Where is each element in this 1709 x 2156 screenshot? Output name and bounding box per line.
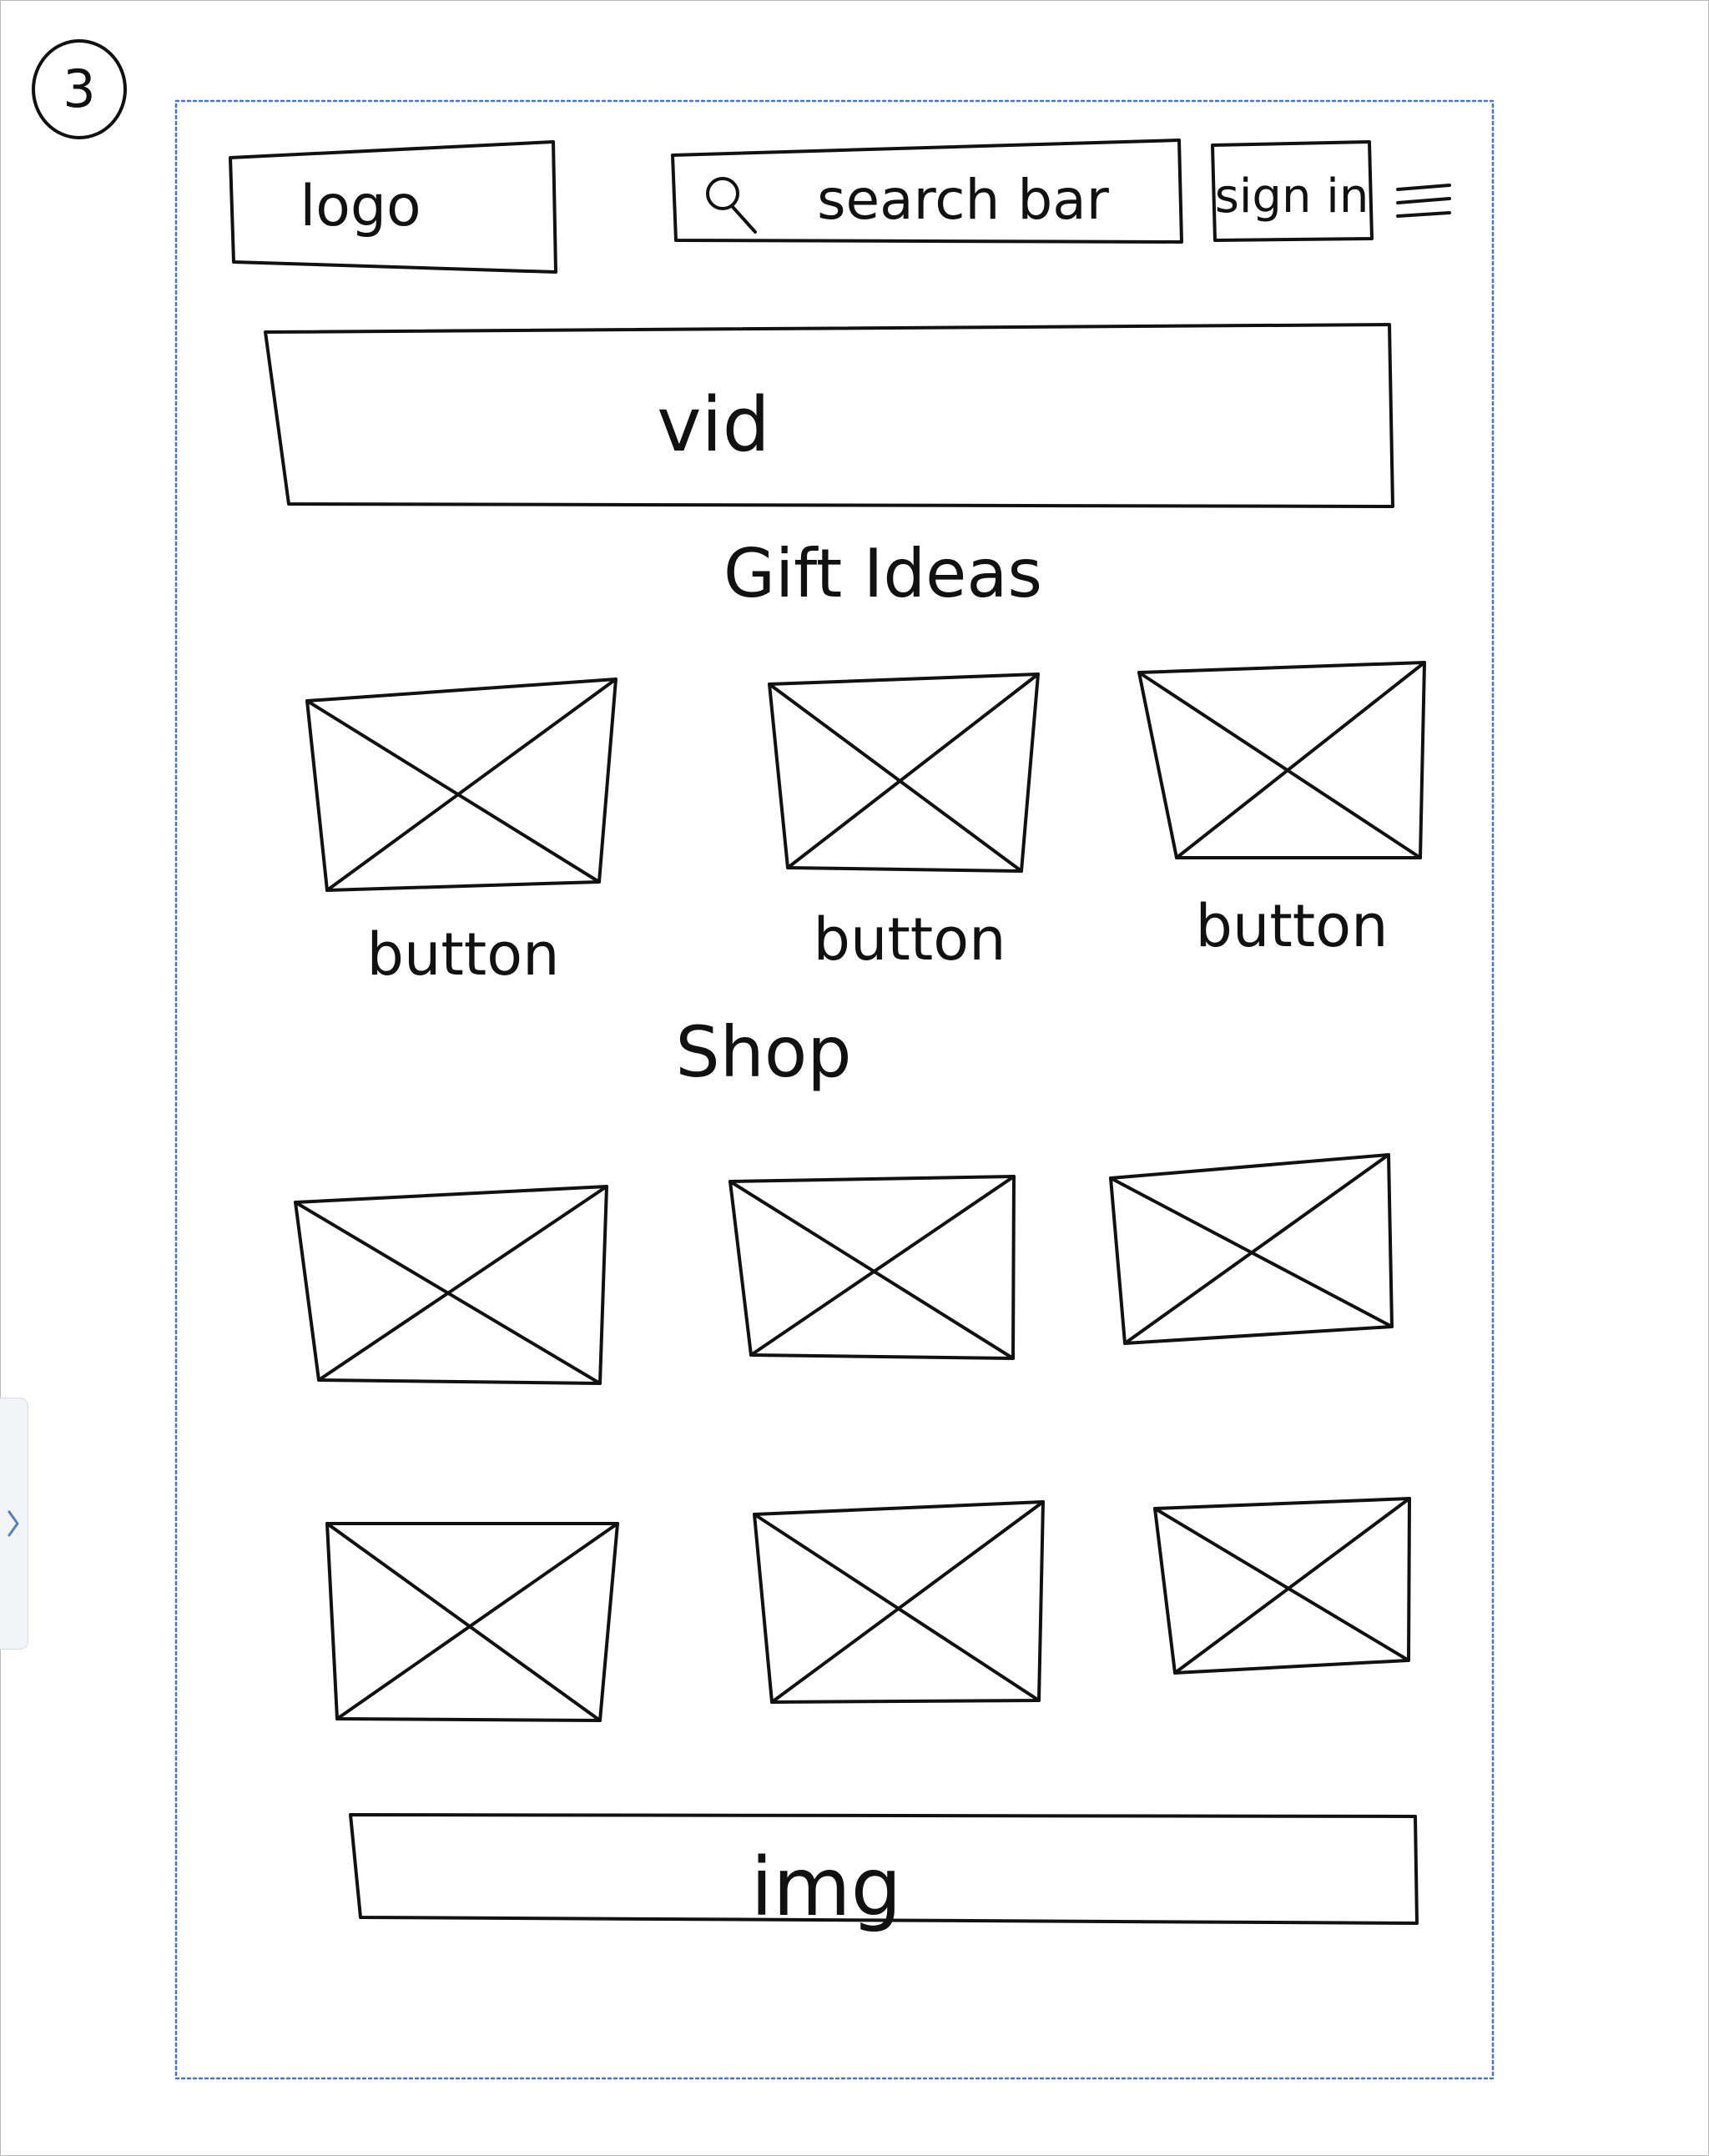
shop-item-2-image[interactable]	[728, 1175, 1016, 1360]
shop-item-3-image[interactable]	[1109, 1153, 1394, 1345]
shop-item-6-image[interactable]	[1153, 1497, 1411, 1675]
sign-in-label: sign in	[1215, 169, 1369, 224]
gift-item-1-image[interactable]	[305, 678, 618, 892]
footer-image-label: img	[750, 1841, 901, 1934]
gift-ideas-title: Gift Ideas	[723, 535, 1042, 612]
hamburger-menu-icon[interactable]	[1396, 184, 1451, 218]
gift-item-2-label[interactable]: button	[814, 905, 1006, 974]
gift-item-2-image[interactable]	[768, 672, 1040, 873]
shop-item-5-image[interactable]	[753, 1500, 1045, 1704]
logo-box[interactable]	[229, 140, 557, 274]
search-bar-label: search bar	[817, 168, 1110, 232]
shop-item-4-image[interactable]	[325, 1522, 619, 1722]
shop-item-1-image[interactable]	[294, 1185, 608, 1385]
magnifier-icon	[706, 177, 757, 234]
gift-item-3-image[interactable]	[1137, 661, 1426, 859]
hero-video-label: vid	[657, 381, 769, 469]
search-bar[interactable]	[671, 139, 1183, 244]
gift-item-1-label[interactable]: button	[367, 920, 560, 989]
sign-in-button[interactable]	[1211, 140, 1374, 242]
hero-video[interactable]	[264, 323, 1394, 508]
logo-label: logo	[300, 174, 421, 239]
page-number: 3	[63, 58, 95, 119]
gift-item-3-label[interactable]: button	[1196, 892, 1389, 960]
page-number-circle	[32, 39, 127, 139]
shop-title: Shop	[675, 1011, 851, 1093]
footer-image-banner[interactable]	[349, 1813, 1419, 1925]
chevron-right-icon	[8, 1510, 19, 1537]
sidebar-toggle[interactable]	[0, 1398, 28, 1650]
